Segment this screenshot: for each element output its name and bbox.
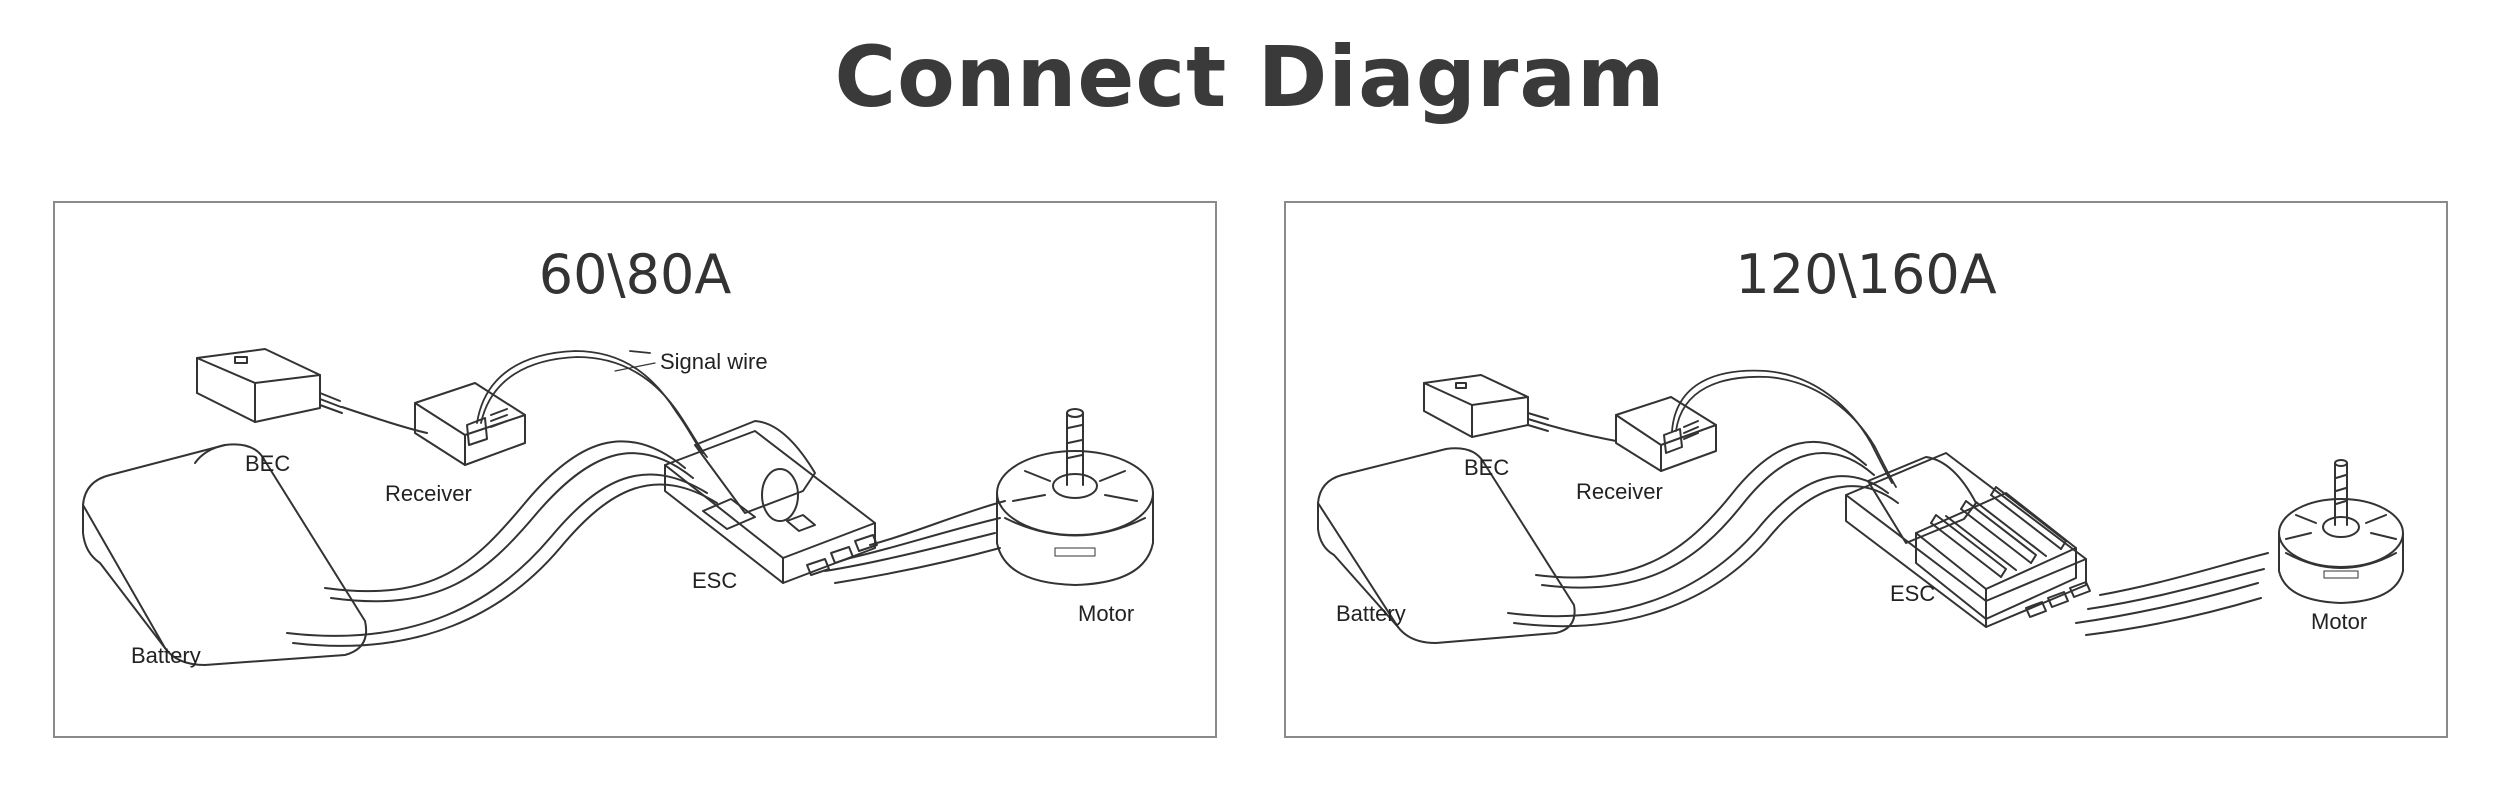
motor-wires <box>824 500 1006 584</box>
panel-title: 120\160A <box>1735 243 1997 306</box>
wiring-illustration: BEC Receiver ESC Motor Battery <box>1317 369 2404 644</box>
esc-module <box>1845 452 2091 628</box>
receiver-module <box>1615 396 1717 472</box>
signal-wire-label: Signal wire <box>660 349 768 374</box>
battery-label: Battery <box>1336 601 1406 626</box>
esc-label: ESC <box>1890 581 1935 606</box>
motor-label: Motor <box>2311 609 2367 634</box>
motor <box>2278 459 2404 604</box>
motor-label: Motor <box>1078 601 1134 626</box>
power-leads <box>286 440 718 647</box>
signal-wire <box>476 350 708 458</box>
battery-label: Battery <box>131 643 201 668</box>
signal-wire-leader <box>614 362 656 372</box>
receiver-label: Receiver <box>385 481 472 506</box>
motor <box>996 408 1154 586</box>
esc-module <box>664 420 878 584</box>
receiver-module <box>414 382 526 466</box>
wiring-illustration: Signal wire BEC Receiver ESC Motor Batte… <box>82 348 1154 668</box>
receiver-label: Receiver <box>1576 479 1663 504</box>
signal-wire <box>1671 369 1897 488</box>
battery-pack <box>1317 447 1576 644</box>
diagram-panel-120-160a: 120\160A <box>1284 201 2448 738</box>
power-leads <box>1507 441 1899 628</box>
bec-module <box>1423 374 1617 442</box>
bec-module <box>196 348 428 434</box>
diagram-panel-60-80a: 60\80A <box>53 201 1217 738</box>
page-title: Connect Diagram <box>834 28 1666 126</box>
panel-title: 60\80A <box>538 243 732 306</box>
bec-label: BEC <box>245 451 290 476</box>
motor-wires <box>2075 552 2269 636</box>
bec-label: BEC <box>1464 455 1509 480</box>
esc-label: ESC <box>692 568 737 593</box>
battery-pack <box>82 443 367 666</box>
